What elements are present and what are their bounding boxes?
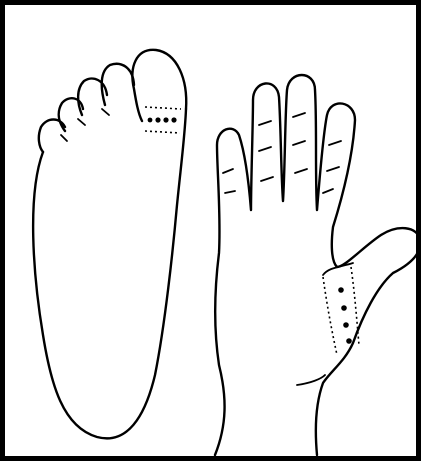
foot-point xyxy=(171,117,176,122)
toe-crease xyxy=(61,135,67,141)
foot-region-top-line xyxy=(145,107,181,109)
finger-crease xyxy=(329,141,341,145)
foot-point xyxy=(155,117,160,122)
finger-crease xyxy=(293,141,305,145)
finger-crease xyxy=(261,177,273,181)
hand-point xyxy=(341,305,347,311)
hand-point xyxy=(338,287,344,293)
finger-crease xyxy=(323,189,333,193)
finger-crease xyxy=(293,113,305,117)
second-toe xyxy=(102,64,134,105)
foot-point xyxy=(148,118,153,123)
palm-base-crease xyxy=(297,375,325,385)
finger-crease xyxy=(295,169,307,173)
big-toe xyxy=(132,50,186,121)
toe-crease xyxy=(78,119,85,125)
foot-outline xyxy=(33,109,186,438)
hand-outline xyxy=(215,75,421,455)
finger-crease xyxy=(327,167,339,171)
toe-crease xyxy=(102,109,109,115)
hand-point xyxy=(346,338,352,344)
hand-point xyxy=(343,322,349,328)
foot-region-bottom-line xyxy=(145,131,180,133)
finger-crease xyxy=(259,147,271,151)
hand-region-right-line xyxy=(351,267,359,345)
foot-sole xyxy=(33,50,186,439)
diagram-canvas xyxy=(5,5,421,466)
hand-palm xyxy=(215,75,421,455)
finger-crease xyxy=(259,121,271,125)
hand-region-left-line xyxy=(323,277,337,355)
thumb-crease xyxy=(323,263,353,275)
finger-crease xyxy=(225,191,235,193)
foot-point xyxy=(163,117,168,122)
finger-crease xyxy=(223,169,233,173)
